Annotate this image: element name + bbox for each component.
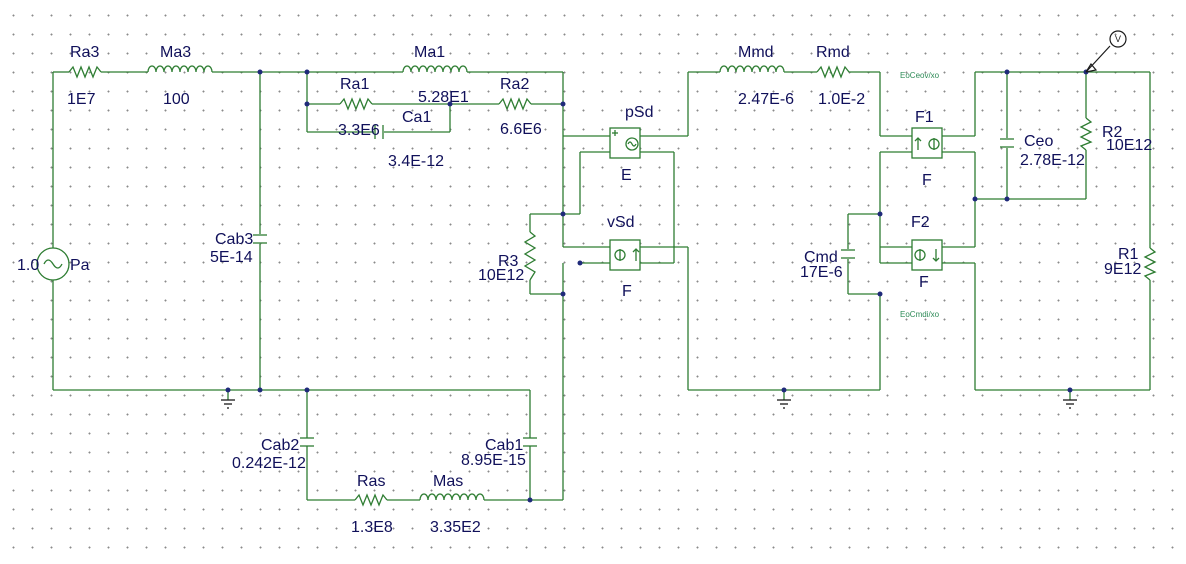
label-ma1-value: 5.28E1 [418, 89, 469, 106]
inductor-ma3[interactable] [147, 65, 213, 73]
label-f1-name: F1 [915, 109, 934, 126]
label-pa-name: Pa [70, 257, 90, 274]
resistor-ra3[interactable] [68, 65, 102, 79]
controlled-source-vsd[interactable] [609, 239, 641, 271]
label-ras-value: 1.3E8 [351, 519, 393, 536]
label-ras-name: Ras [357, 473, 385, 490]
controlled-source-psd[interactable] [609, 127, 641, 159]
label-rmd-name: Rmd [816, 44, 850, 61]
controlled-source-f2[interactable] [911, 239, 943, 271]
label-f1-type: F [922, 172, 932, 189]
label-mas-value: 3.35E2 [430, 519, 481, 536]
resistor-r1[interactable] [1143, 247, 1157, 281]
capacitor-ceo[interactable] [1000, 138, 1014, 148]
capacitor-cab1[interactable] [523, 437, 537, 447]
label-rmd-value: 1.0E-2 [818, 91, 865, 108]
label-ra3-name: Ra3 [70, 44, 99, 61]
label-r2-name: R2 [1102, 124, 1123, 141]
label-f2-type: F [919, 274, 929, 291]
resistor-ras[interactable] [354, 493, 388, 507]
label-ca1-name: Ca1 [402, 109, 431, 126]
ac-source-pa[interactable] [36, 247, 70, 281]
resistor-ra1[interactable] [339, 97, 373, 111]
label-cab2-value: 0.242E-12 [232, 455, 306, 472]
ground-symbol [221, 399, 235, 409]
label-pa-value: 1.0 [17, 257, 39, 274]
label-cab1-value: 8.95E-15 [461, 452, 526, 469]
label-ceo-name: Ceo [1024, 133, 1053, 150]
resistor-ra2[interactable] [498, 97, 532, 111]
label-psd-type: E [621, 167, 632, 184]
junction-nodes [225, 69, 1089, 503]
label-r1-value: 9E12 [1104, 261, 1141, 278]
capacitor-cmd[interactable] [841, 249, 855, 259]
label-mas-name: Mas [433, 473, 463, 490]
capacitor-ca1[interactable] [374, 125, 384, 139]
inductor-ma1[interactable] [402, 65, 468, 73]
label-r1-name: R1 [1118, 246, 1139, 263]
label-vsd-name: vSd [607, 214, 635, 231]
label-cab1-name: Cab1 [485, 437, 523, 454]
label-psd-name: pSd [625, 104, 653, 121]
label-cab2-name: Cab2 [261, 437, 299, 454]
label-mmd-value: 2.47E-6 [738, 91, 794, 108]
label-ra1-value: 3.3E6 [338, 122, 380, 139]
label-ma1-name: Ma1 [414, 44, 445, 61]
label-r3-value: 10E12 [478, 267, 524, 284]
ground-symbol [777, 399, 791, 409]
voltage-probe[interactable]: V [1085, 30, 1127, 73]
probe-label: V [1115, 34, 1121, 44]
inductor-mmd[interactable] [719, 65, 785, 73]
label-ceo-value: 2.78E-12 [1020, 152, 1085, 169]
label-ra2-value: 6.6E6 [500, 121, 542, 138]
label-ra3-value: 1E7 [67, 91, 96, 108]
capacitor-cab3[interactable] [253, 234, 267, 244]
label-cab3-name: Cab3 [215, 231, 253, 248]
resistor-rmd[interactable] [816, 65, 850, 79]
inductor-mas[interactable] [419, 493, 485, 501]
resistor-r3[interactable] [523, 231, 537, 281]
label-cab3-value: 5E-14 [210, 249, 253, 266]
label-ra2-name: Ra2 [500, 76, 529, 93]
label-ca1-value: 3.4E-12 [388, 153, 444, 170]
label-f2-name: F2 [911, 214, 930, 231]
label-vsd-type: F [622, 283, 632, 300]
label-annotation-cmdi: EoCmdi/xo [900, 310, 940, 319]
label-mmd-name: Mmd [738, 44, 774, 61]
wires [52, 71, 1151, 501]
label-annotation-ceov: EoCeov/xo [900, 71, 940, 80]
label-r2-value: 10E12 [1106, 137, 1152, 154]
label-ma3-value: 100 [163, 91, 190, 108]
controlled-source-f1[interactable] [911, 127, 943, 159]
label-ma3-name: Ma3 [160, 44, 191, 61]
capacitor-cab2[interactable] [300, 437, 314, 447]
label-ra1-name: Ra1 [340, 76, 369, 93]
label-r3-name: R3 [498, 253, 519, 270]
label-cmd-name: Cmd [804, 249, 838, 266]
component-labels: Ra3 1E7 Ma3 100 Ma1 5.28E1 Ra1 3.3E6 Ca1… [17, 44, 1152, 536]
ground-symbol [1063, 399, 1077, 409]
label-cmd-value: 17E-6 [800, 264, 843, 281]
resistor-r2[interactable] [1079, 117, 1093, 151]
